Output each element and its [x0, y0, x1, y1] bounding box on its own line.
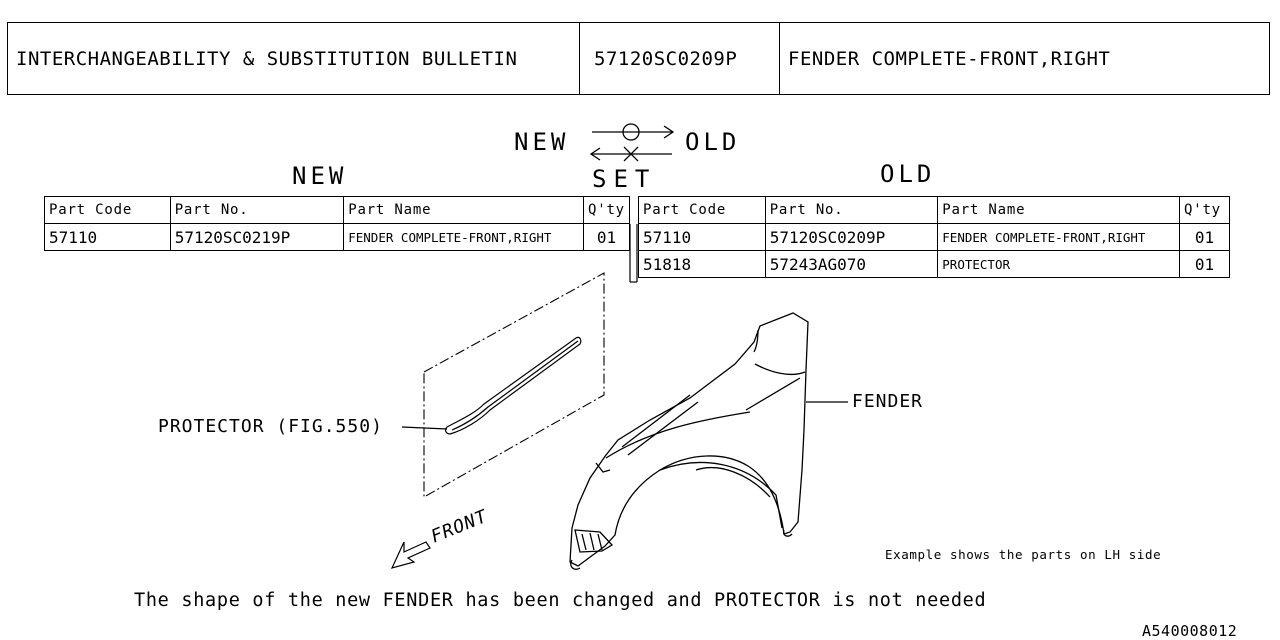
bulletin-part-number: 57120SC0209P	[580, 23, 780, 94]
part-number-cell: 57120SC0219P	[169, 223, 345, 251]
part-name-cell: FENDER COMPLETE-FRONT,RIGHT	[937, 223, 1180, 251]
quantity-cell: 01	[1179, 223, 1230, 251]
old-table-title: OLD	[880, 160, 936, 188]
part-code-cell: 51818	[638, 250, 766, 278]
column-header: Part Code	[638, 196, 766, 224]
protector-leader-line	[401, 426, 448, 430]
non-interchange-arrow-icon	[589, 146, 672, 162]
bulletin-header: INTERCHANGEABILITY & SUBSTITUTION BULLET…	[7, 22, 1270, 95]
fender-label: FENDER	[852, 391, 924, 412]
set-bracket	[629, 224, 638, 283]
table-row: 51818 57243AG070 PROTECTOR 01	[638, 250, 1230, 278]
table-row: 57110 57120SC0219P FENDER COMPLETE-FRONT…	[44, 223, 631, 251]
part-code-cell: 57110	[44, 223, 171, 251]
part-name-cell: FENDER COMPLETE-FRONT,RIGHT	[343, 223, 584, 251]
legend-new-label: NEW	[514, 128, 570, 156]
change-note: The shape of the new FENDER has been cha…	[134, 590, 987, 611]
quantity-cell: 01	[582, 223, 631, 251]
new-parts-table: Part Code Part No. Part Name Q'ty 57110 …	[44, 196, 631, 251]
part-name-cell: PROTECTOR	[937, 250, 1180, 278]
drawing-id: A540008012	[1142, 622, 1238, 640]
protector-label: PROTECTOR (FIG.550)	[158, 416, 383, 437]
new-table-title: NEW	[292, 162, 348, 190]
column-header: Part Name	[343, 196, 584, 224]
bulletin-title: INTERCHANGEABILITY & SUBSTITUTION BULLET…	[8, 23, 580, 94]
front-direction-arrow-icon	[390, 541, 431, 569]
interchange-arrow-icon	[592, 123, 675, 141]
legend-set-label: SET	[592, 165, 657, 193]
fender-part	[569, 312, 809, 570]
part-number-cell: 57120SC0209P	[764, 223, 939, 251]
example-note: Example shows the parts on LH side	[885, 547, 1162, 562]
quantity-cell: 01	[1179, 250, 1230, 278]
part-number-cell: 57243AG070	[764, 250, 939, 278]
old-parts-table: Part Code Part No. Part Name Q'ty 57110 …	[638, 196, 1230, 278]
protector-part	[444, 336, 582, 435]
legend-old-label: OLD	[685, 128, 741, 156]
protector-reference-frame	[423, 272, 605, 498]
bulletin-part-name: FENDER COMPLETE-FRONT,RIGHT	[788, 47, 1111, 70]
